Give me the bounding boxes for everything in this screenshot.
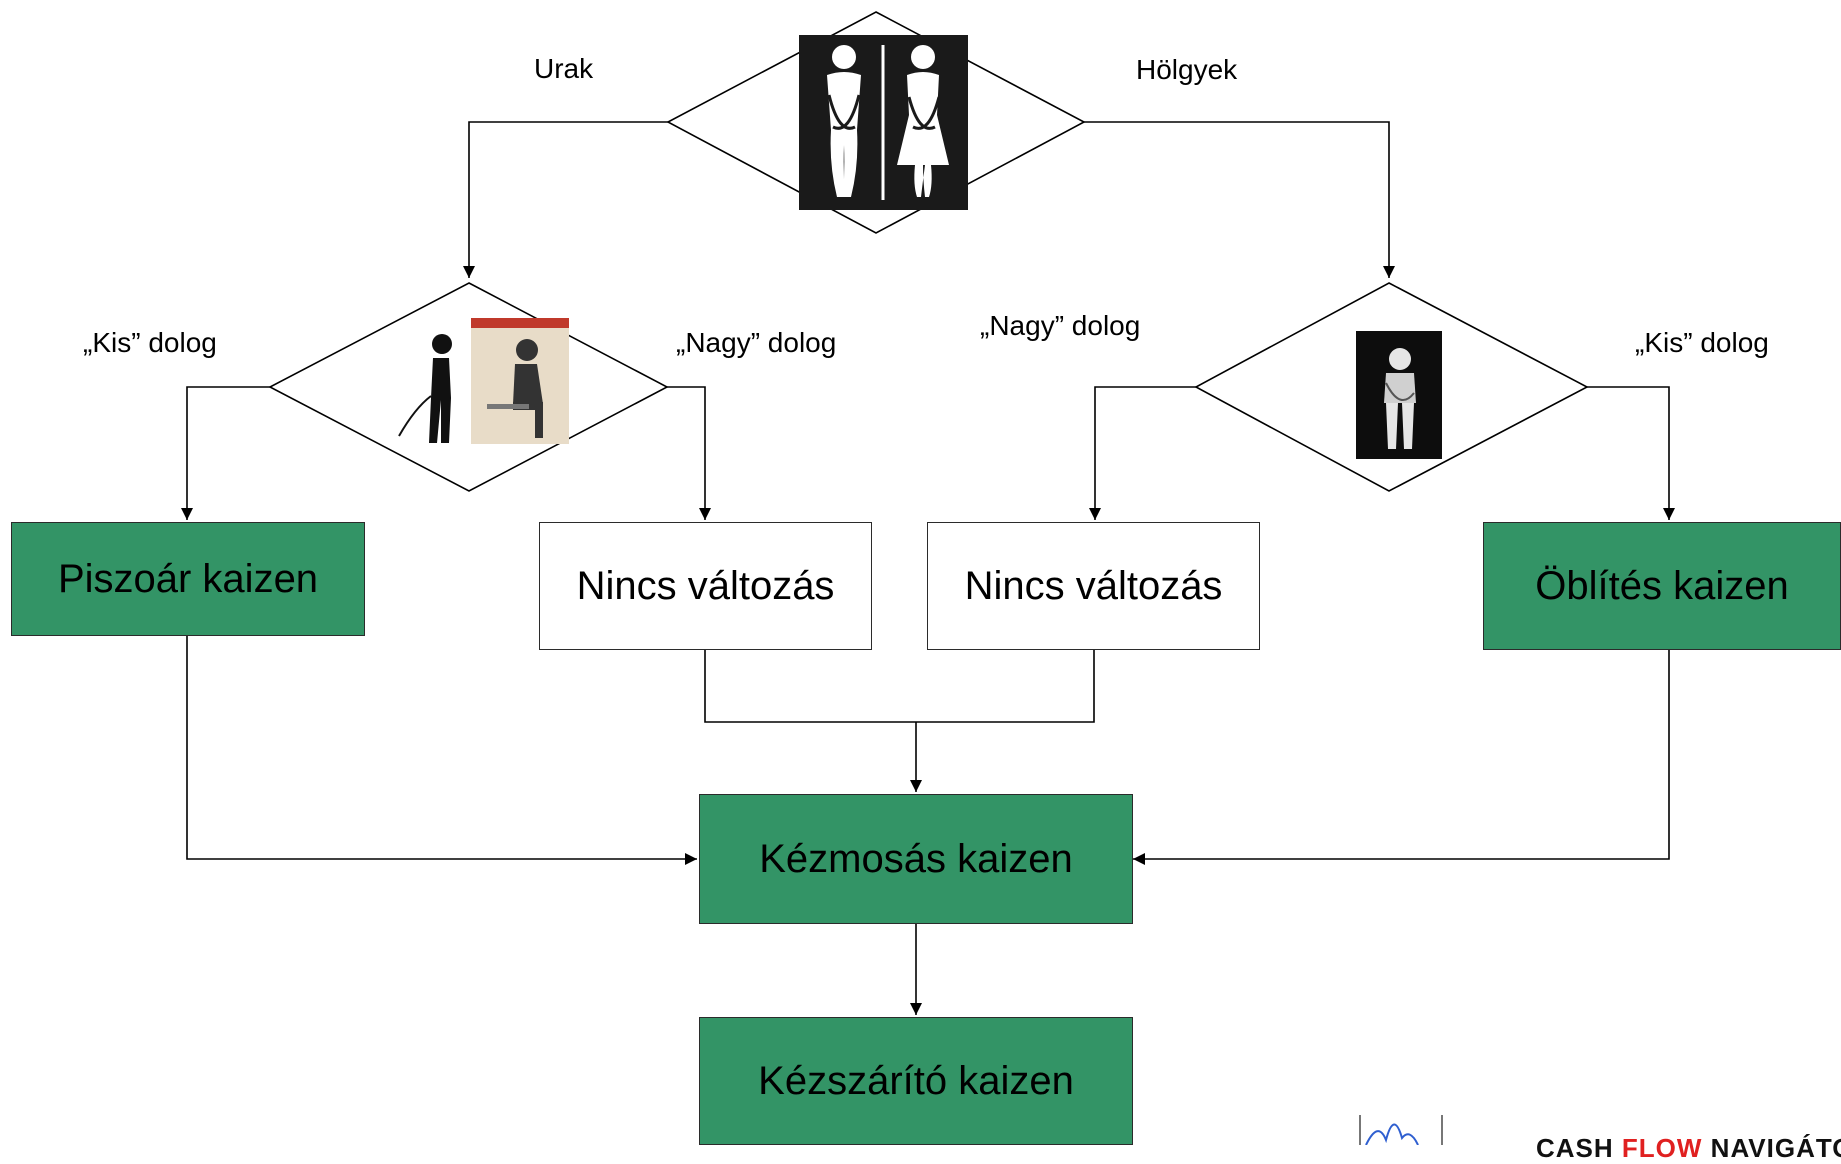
- box-urinal-kaizen: Piszoár kaizen: [11, 522, 365, 636]
- logo-part-3: NAVIGÁTOR: [1710, 1133, 1841, 1163]
- label-women-big: „Nagy” dolog: [980, 310, 1141, 341]
- label-men-small: „Kis” dolog: [83, 327, 217, 358]
- label-women-small: „Kis” dolog: [1635, 327, 1769, 358]
- connector-men-big: [667, 386, 711, 520]
- man-urinal-and-toilet-icon: [389, 318, 569, 444]
- connector-flush-to-handwash: [1133, 650, 1670, 865]
- connector-women-small: [1587, 386, 1675, 520]
- label-men: Urak: [534, 53, 594, 84]
- label-women: Hölgyek: [1136, 54, 1238, 85]
- label-men-big: „Nagy” dolog: [676, 327, 837, 358]
- connector-women: [1084, 121, 1395, 278]
- company-logo-icon: [1356, 1110, 1446, 1146]
- woman-waiting-icon: [1356, 331, 1442, 459]
- connector-no-change-merge: [704, 650, 1095, 723]
- logo-part-2: FLOW: [1621, 1133, 1703, 1163]
- connector-urinal-to-handwash: [186, 636, 697, 865]
- box-men-no-change: Nincs változás: [539, 522, 872, 650]
- women-decision-diamond: [1194, 282, 1589, 492]
- box-handwash-kaizen: Kézmosás kaizen: [699, 794, 1133, 924]
- logo-part-1: CASH: [1536, 1133, 1622, 1163]
- men-decision-diamond: [268, 282, 669, 492]
- restroom-sign-icon: [799, 35, 968, 210]
- company-logo-text: CASH FLOW NAVIGÁTOR: [1536, 1133, 1841, 1164]
- gender-decision-diamond: [666, 11, 1086, 234]
- box-flush-kaizen: Öblítés kaizen: [1483, 522, 1841, 650]
- connector-women-big: [1089, 386, 1196, 520]
- box-handdryer-kaizen: Kézszárító kaizen: [699, 1017, 1133, 1145]
- connector-men-small: [181, 386, 270, 520]
- connector-men: [463, 121, 668, 278]
- box-women-no-change: Nincs változás: [927, 522, 1260, 650]
